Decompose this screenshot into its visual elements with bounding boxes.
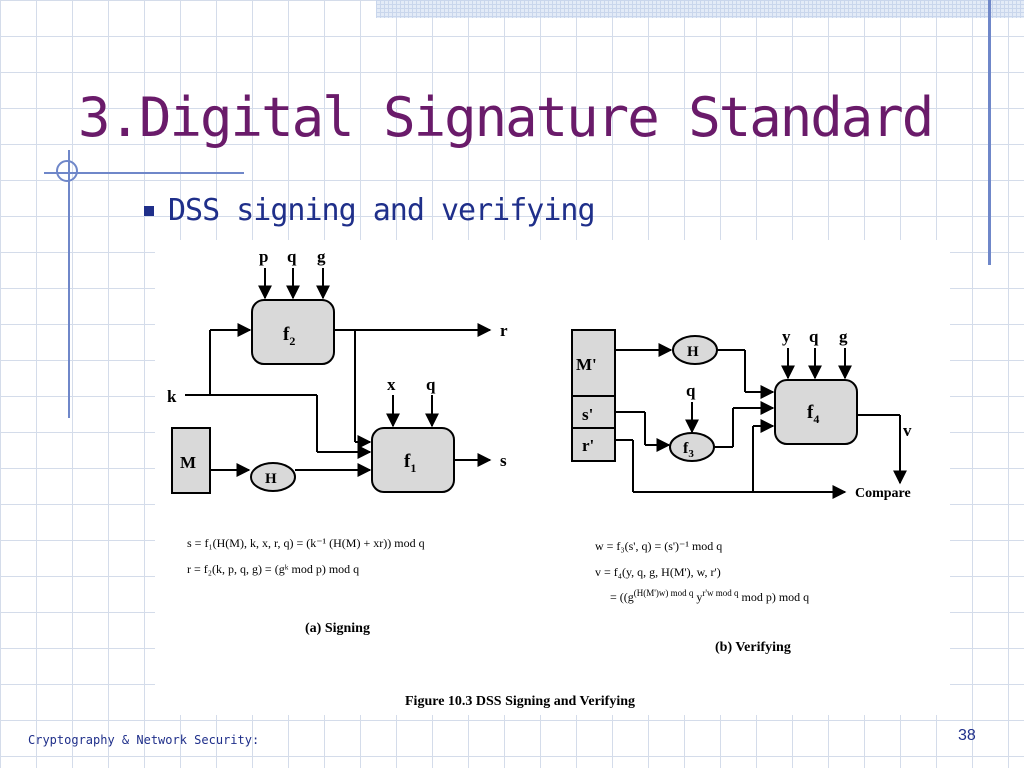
f2-label: f2 bbox=[283, 324, 295, 348]
f4-label: f4 bbox=[807, 402, 819, 426]
input-p: p bbox=[259, 247, 268, 266]
output-s: s bbox=[500, 451, 507, 470]
verifying-caption: (b) Verifying bbox=[715, 640, 791, 655]
m-prime-label: M' bbox=[576, 355, 597, 374]
verifying-eq-v2: = ((g(H(M')w) mod q yr'w mod q mod p) mo… bbox=[610, 588, 809, 604]
signing-labels: p q g f2 r x q k f1 s M H bbox=[167, 247, 508, 487]
bullet-text: DSS signing and verifying bbox=[168, 193, 596, 228]
bullet-item: DSS signing and verifying bbox=[144, 193, 596, 228]
f4-box bbox=[774, 379, 858, 445]
f3-label: f3 bbox=[683, 440, 694, 460]
decor-vertical-line-right bbox=[988, 0, 991, 265]
input-g: g bbox=[317, 247, 326, 266]
input-q-f1: q bbox=[426, 375, 436, 394]
decor-circle bbox=[56, 160, 78, 182]
output-v: v bbox=[903, 421, 912, 440]
bullet-square-icon bbox=[144, 205, 154, 216]
f1-label: f1 bbox=[404, 451, 416, 475]
signing-eq-s: s = f₁(H(M), k, x, r, q) = (k⁻¹ (H(M) + … bbox=[187, 536, 425, 550]
input-x: x bbox=[387, 375, 396, 394]
signing-eq-r: r = f₂(k, p, q, g) = (gᵏ mod p) mod q bbox=[187, 562, 359, 576]
signing-diagram bbox=[171, 268, 492, 494]
decor-horizontal-line bbox=[44, 172, 244, 174]
verifying-labels: M' s' r' H q f3 y q g f4 v Compare bbox=[576, 327, 912, 501]
h-label-verifying: H bbox=[687, 344, 699, 360]
signing-equations: s = f₁(H(M), k, x, r, q) = (k⁻¹ (H(M) + … bbox=[187, 536, 425, 636]
footer-text: Cryptography & Network Security: bbox=[28, 733, 260, 747]
verifying-equations: w = f₃(s', q) = (s')⁻¹ mod q v = f₄(y, q… bbox=[595, 539, 809, 655]
h-label-signing: H bbox=[265, 471, 277, 487]
input-q-f3: q bbox=[686, 381, 696, 400]
top-decor-band bbox=[376, 0, 1024, 18]
input-y: y bbox=[782, 327, 791, 346]
r-prime-label: r' bbox=[582, 436, 594, 455]
dss-diagram: p q g f2 r x q k f1 s M H s = f₁(H(M), k… bbox=[167, 247, 912, 709]
m-label: M bbox=[180, 453, 196, 472]
input-g-f4: g bbox=[839, 327, 848, 346]
slide-title: 3.Digital Signature Standard bbox=[78, 86, 934, 149]
r-prime-box bbox=[571, 427, 616, 462]
verifying-eq-w: w = f₃(s', q) = (s')⁻¹ mod q bbox=[595, 539, 722, 553]
f2-box bbox=[251, 299, 335, 365]
signing-caption: (a) Signing bbox=[305, 621, 370, 636]
dss-figure: p q g f2 r x q k f1 s M H s = f₁(H(M), k… bbox=[155, 240, 950, 715]
decor-vertical-line-left bbox=[68, 150, 70, 418]
page-number: 38 bbox=[958, 727, 976, 744]
m-box bbox=[171, 427, 211, 494]
input-q: q bbox=[287, 247, 297, 266]
s-prime-label: s' bbox=[582, 405, 593, 424]
compare-label: Compare bbox=[855, 486, 911, 501]
verifying-diagram bbox=[571, 329, 907, 499]
input-k: k bbox=[167, 387, 177, 406]
verifying-eq-v: v = f₄(y, q, g, H(M'), w, r') bbox=[595, 565, 721, 579]
s-prime-box bbox=[571, 395, 616, 429]
f1-box bbox=[371, 427, 455, 493]
output-r: r bbox=[500, 321, 508, 340]
h-oval-signing bbox=[250, 462, 296, 492]
m-prime-box bbox=[571, 329, 616, 397]
input-q-f4: q bbox=[809, 327, 819, 346]
figure-caption: Figure 10.3 DSS Signing and Verifying bbox=[405, 694, 635, 709]
